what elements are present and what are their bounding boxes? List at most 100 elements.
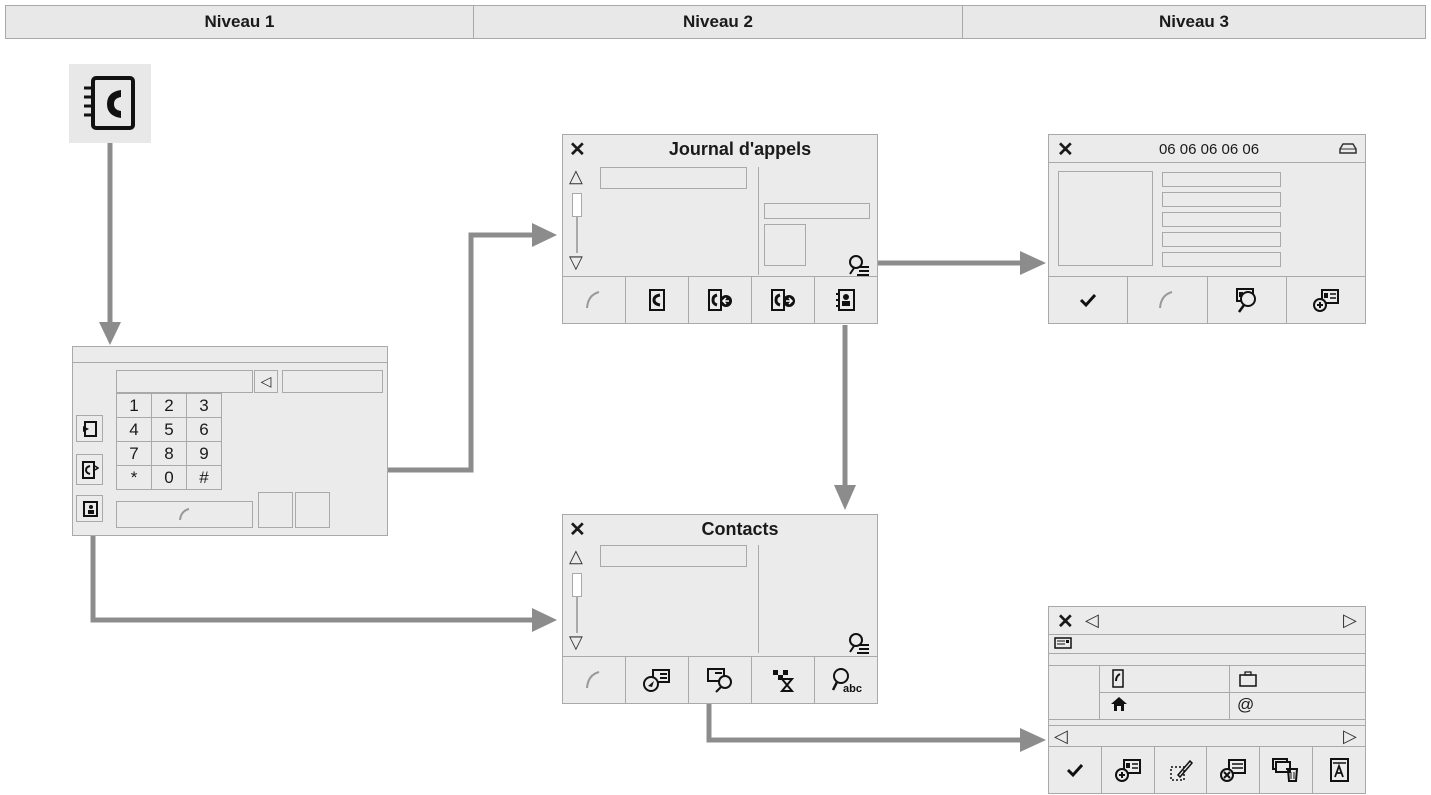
contact-list-item[interactable]: [600, 545, 747, 567]
contact-card-letter-icon: [1330, 758, 1350, 782]
incoming-calls-button[interactable]: [689, 277, 752, 323]
confirm-button[interactable]: [1049, 277, 1129, 323]
add-contact-button[interactable]: [1287, 277, 1365, 323]
call-log-side-button[interactable]: [76, 454, 103, 485]
key-8[interactable]: 8: [151, 441, 187, 466]
edit-pencil-icon: [1169, 759, 1193, 781]
detail-field-1: [1162, 172, 1281, 187]
call-button[interactable]: [116, 501, 253, 528]
key-9[interactable]: 9: [186, 441, 222, 466]
handset-icon: [586, 291, 600, 309]
number-display[interactable]: [116, 370, 253, 393]
arrow-head-down-2: [834, 485, 856, 510]
contacts-toolbar: abc: [563, 656, 877, 703]
contacts-book-icon: [836, 289, 855, 311]
phone-book-tile[interactable]: [69, 64, 151, 143]
checkered-flag-icon: [773, 670, 795, 692]
close-icon[interactable]: ✕: [1057, 139, 1074, 161]
handset-icon: [178, 507, 189, 520]
add-contact-button[interactable]: [1102, 747, 1155, 793]
key-7[interactable]: 7: [116, 441, 152, 466]
check-icon: [1066, 763, 1084, 778]
detail-field-2: [1162, 192, 1281, 207]
abc-search-icon: abc: [831, 668, 862, 694]
exit-side-button[interactable]: [76, 415, 103, 442]
backspace-button[interactable]: ◁: [254, 370, 278, 393]
contact-navigation-icon: [643, 669, 670, 692]
home-icon: [1110, 695, 1128, 713]
favorites-button[interactable]: [752, 657, 815, 703]
close-icon[interactable]: ✕: [569, 139, 586, 161]
close-icon[interactable]: ✕: [1057, 611, 1074, 633]
next-icon[interactable]: ▷: [1343, 610, 1357, 630]
scroll-up-icon[interactable]: △: [569, 546, 583, 566]
arrow-head-right-4: [1020, 728, 1046, 752]
delete-contact-button[interactable]: [1207, 747, 1261, 793]
contacts-button[interactable]: [815, 277, 877, 323]
confirm-button[interactable]: [1049, 747, 1102, 793]
key-5[interactable]: 5: [151, 417, 187, 442]
outgoing-calls-button[interactable]: [752, 277, 815, 323]
contact-edit-toolbar: [1049, 746, 1365, 793]
call-log-icon: [81, 460, 99, 479]
navigate-to-contact-button[interactable]: [626, 657, 689, 703]
previous-field-icon[interactable]: ◁: [1054, 726, 1068, 746]
scroll-down-icon[interactable]: ▽: [569, 632, 583, 652]
outgoing-call-icon: [771, 289, 795, 311]
key-0[interactable]: 0: [151, 465, 187, 490]
scroll-thumb[interactable]: [572, 193, 582, 217]
key-3[interactable]: 3: [186, 393, 222, 418]
search-contact-button[interactable]: [689, 657, 752, 703]
close-icon[interactable]: ✕: [569, 519, 586, 541]
key-1[interactable]: 1: [116, 393, 152, 418]
detail-field-4: [1162, 232, 1281, 247]
key-4[interactable]: 4: [116, 417, 152, 442]
contact-detail-screen: ✕ 06 06 06 06 06: [1048, 134, 1366, 324]
email-icon: @: [1237, 695, 1255, 714]
detail-field: [764, 203, 870, 219]
call-log-toolbar: [563, 276, 877, 323]
scroll-down-icon[interactable]: ▽: [569, 252, 583, 272]
contact-detail-toolbar: [1049, 276, 1365, 323]
briefcase-icon: [1239, 671, 1257, 687]
arrow-head-down-1: [99, 322, 121, 345]
contacts-side-button[interactable]: [76, 495, 103, 522]
view-contact-button[interactable]: [1208, 277, 1287, 323]
shortcut-box-2[interactable]: [295, 492, 330, 528]
call-button[interactable]: [563, 657, 626, 703]
scroll-up-icon[interactable]: △: [569, 166, 583, 186]
previous-icon[interactable]: ◁: [1085, 610, 1099, 630]
contact-edit-screen: ✕ ◁ ▷ @ ◁ ▷: [1048, 606, 1366, 794]
call-button[interactable]: [1128, 277, 1208, 323]
all-calls-button[interactable]: [626, 277, 689, 323]
detail-field-5: [1162, 252, 1281, 267]
call-button[interactable]: [563, 277, 626, 323]
edit-contact-button[interactable]: [1155, 747, 1208, 793]
header-niveau-2: Niveau 2: [473, 5, 963, 39]
delete-all-button[interactable]: [1260, 747, 1314, 793]
svg-text:abc: abc: [843, 683, 862, 694]
contacts-screen: ✕ Contacts △ ▽ abc: [562, 514, 878, 704]
handset-icon: [1159, 291, 1173, 309]
contact-card-icon: [1054, 637, 1072, 649]
call-list-item[interactable]: [600, 167, 747, 189]
contact-suggestion-field[interactable]: [282, 370, 383, 393]
arrow-head-right-1: [532, 223, 557, 247]
scroll-thumb[interactable]: [572, 573, 582, 597]
contacts-book-icon: [82, 500, 98, 517]
arrow-head-right-2: [532, 608, 557, 632]
magnify-list-icon[interactable]: [847, 631, 871, 655]
alphabetic-search-button[interactable]: abc: [815, 657, 877, 703]
key-star[interactable]: *: [116, 465, 152, 490]
shortcut-box-1[interactable]: [258, 492, 293, 528]
call-log-title: Journal d'appels: [668, 139, 812, 159]
magnify-list-icon[interactable]: [847, 253, 871, 277]
alphabetical-sort-button[interactable]: [1313, 747, 1365, 793]
key-2[interactable]: 2: [151, 393, 187, 418]
next-field-icon[interactable]: ▷: [1343, 726, 1357, 746]
key-hash[interactable]: #: [186, 465, 222, 490]
arrow-head-right-3: [1020, 251, 1046, 275]
key-6[interactable]: 6: [186, 417, 222, 442]
